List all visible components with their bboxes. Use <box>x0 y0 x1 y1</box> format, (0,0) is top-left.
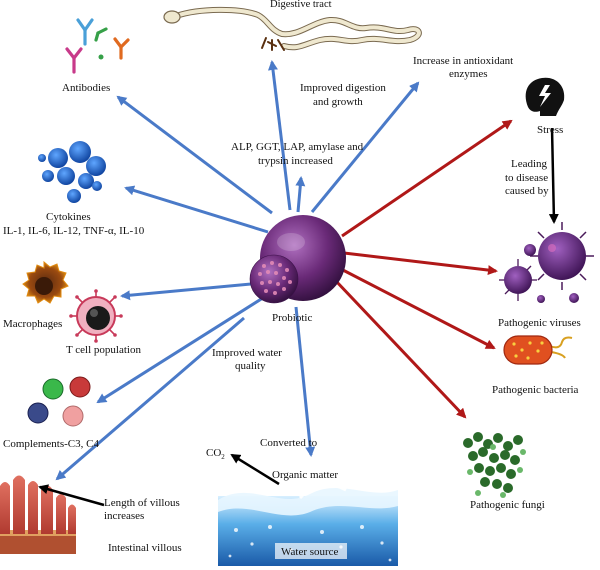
enzymes-label-1: ALP, GGT, LAP, amylase and <box>231 141 364 153</box>
macrophage-icon <box>22 260 69 304</box>
villous-length-label-2: increases <box>104 510 144 522</box>
co2-label-main: CO <box>206 447 221 459</box>
leading-label-2: to disease <box>505 172 548 184</box>
villous-pointer-arrow <box>38 484 105 507</box>
pathogenic-fungi-label: Pathogenic fungi <box>470 499 545 511</box>
complements-label: Complements-C3, C4 <box>3 438 99 450</box>
antioxidant-label-2: enzymes <box>449 68 487 80</box>
benefit-arrows <box>55 60 420 481</box>
arrow-to-complements <box>96 294 267 404</box>
arrow-to-enzymes <box>295 176 306 213</box>
water-quality-label-1: Improved water <box>212 347 282 359</box>
arrow-to-digestive-tract <box>268 60 292 211</box>
cytokines-label-1: Cytokines <box>46 211 91 223</box>
pathogenic-viruses-icon <box>499 222 594 303</box>
stress-head-icon <box>525 77 565 116</box>
arrow-to-stress <box>341 119 513 238</box>
co2-label-subscript: 2 <box>221 453 225 461</box>
improved-digestion-label-1: Improved digestion <box>300 82 386 94</box>
converted-to-label: Converted to <box>260 437 318 449</box>
antibodies-label: Antibodies <box>62 82 110 94</box>
cytokines-label-2: IL-1, IL-6, IL-12, TNF-α, IL-10 <box>3 225 145 237</box>
arrow-to-water-source <box>294 306 316 457</box>
digestive-tract-icon <box>163 6 422 51</box>
pathogenic-bacteria-icon <box>503 335 573 365</box>
water-quality-label-2: quality <box>235 360 266 372</box>
water-source-label: Water source <box>281 546 339 558</box>
organic-matter-label: Organic matter <box>272 469 338 481</box>
intestinal-villous-label: Intestinal villous <box>108 542 182 554</box>
macrophages-label: Macrophages <box>3 318 62 330</box>
cytokines-icon <box>38 141 106 203</box>
probiotic-icon <box>249 215 346 304</box>
pathogenic-viruses-label: Pathogenic viruses <box>498 317 581 329</box>
pathogenic-bacteria-label: Pathogenic bacteria <box>492 384 579 396</box>
probiotic-label: Probiotic <box>272 312 312 324</box>
leading-label-3: caused by <box>505 185 549 197</box>
arrow-to-cytokines <box>124 185 269 234</box>
arrow-to-antibodies <box>116 95 273 215</box>
enzymes-label-2: trypsin increased <box>258 155 333 167</box>
arrow-to-pathogenic-fungi <box>333 278 467 419</box>
arrow-to-antioxidant <box>310 81 420 213</box>
arrow-to-pathogenic-viruses <box>343 251 498 276</box>
arrow-to-pathogenic-bacteria <box>338 266 496 350</box>
co2-label: CO2 <box>206 447 225 461</box>
digestive-tract-label: Digestive tract <box>270 0 332 10</box>
pathogenic-fungi-icon <box>463 432 526 498</box>
intestinal-villous-icon <box>0 475 76 554</box>
water-source-icon <box>218 483 398 566</box>
villous-length-label-1: Length of villous <box>104 497 180 509</box>
improved-digestion-label-2: and growth <box>313 96 363 108</box>
leading-label-1: Leading <box>511 158 548 170</box>
arrow-to-intestinal-villous <box>55 316 245 481</box>
arrow-to-macrophages <box>120 281 263 301</box>
antioxidant-label-1: Increase in antioxidant <box>413 55 513 67</box>
complements-icon <box>27 376 91 427</box>
arrow-to-co2 <box>230 453 280 486</box>
t-cell-label: T cell population <box>66 344 141 356</box>
stress-label: Stress <box>537 124 563 136</box>
pathogen-arrows <box>333 119 513 419</box>
antibodies-icon <box>65 18 130 74</box>
arrow-stress-to-viruses <box>548 127 559 224</box>
t-cell-icon <box>69 289 123 343</box>
